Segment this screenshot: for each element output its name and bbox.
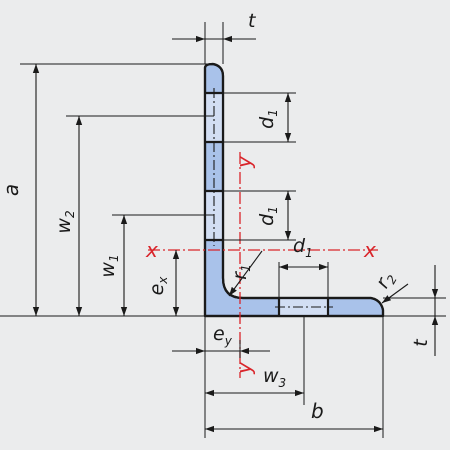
label-ey: ey — [213, 323, 233, 348]
label-a: a — [0, 184, 23, 196]
label-w3: w3 — [263, 365, 286, 390]
label-r1: r1 — [229, 264, 253, 279]
hole-horizontal — [279, 299, 328, 316]
label-w2: w2 — [53, 210, 77, 233]
hole-centerlines — [213, 88, 333, 308]
label-t-right: t — [410, 338, 432, 347]
label-d1-upper: d1 — [256, 109, 280, 129]
dimension-lines — [32, 35, 439, 433]
centroid-axes — [148, 152, 378, 378]
label-y-bottom: y — [232, 361, 256, 375]
label-r2: r2 — [371, 268, 400, 293]
r2-leader — [381, 283, 409, 304]
label-w1: w1 — [97, 254, 121, 277]
label-t-top: t — [248, 10, 257, 32]
label-y-top: y — [232, 155, 256, 169]
label-ex: ex — [146, 276, 170, 296]
label-d1-lower: d1 — [256, 206, 280, 226]
label-b: b — [311, 399, 324, 423]
label-x-left: x — [145, 238, 158, 262]
r1-leader — [228, 250, 263, 297]
hole-upper-a — [205, 93, 223, 142]
label-d1-horizontal: d1 — [293, 235, 313, 260]
label-x-right: x — [363, 238, 376, 262]
